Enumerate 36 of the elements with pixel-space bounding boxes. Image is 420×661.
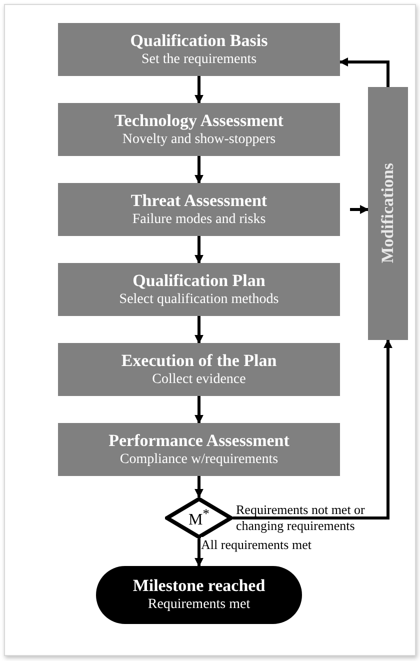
node-subtitle: Select qualification methods	[119, 290, 279, 308]
node-subtitle: Novelty and show-stoppers	[122, 130, 276, 148]
arrow	[233, 339, 392, 520]
node-subtitle: Compliance w/requirements	[120, 450, 278, 468]
process-box	[58, 343, 340, 396]
node-title: Threat Assessment	[130, 190, 268, 210]
node-title: Technology Assessment	[114, 110, 284, 130]
node-title: Qualification Basis	[130, 30, 268, 50]
node-title: Execution of the Plan	[121, 350, 277, 370]
process-box	[58, 23, 340, 76]
node-title: Performance Assessment	[108, 430, 290, 450]
node-subtitle: Collect evidence	[152, 370, 246, 388]
node-subtitle: Set the requirements	[141, 50, 257, 68]
arrow	[194, 539, 204, 567]
node-title: Qualification Plan	[132, 270, 266, 290]
arrow	[194, 316, 204, 344]
edge-label: Requirements not met or changing requirements	[236, 502, 366, 534]
modifications-box	[368, 87, 408, 340]
node-subtitle: Requirements met	[148, 596, 250, 614]
arrow	[350, 205, 369, 214]
node-title: Modifications	[378, 163, 398, 264]
arrow	[194, 156, 204, 184]
decision-label: M$^{*}$	[188, 506, 210, 530]
arrow	[194, 236, 204, 264]
decision-diamond	[165, 497, 233, 539]
arrow	[194, 396, 204, 424]
arrow	[194, 476, 204, 498]
edge-label: All requirements met	[201, 537, 312, 553]
arrow	[194, 76, 204, 104]
process-box	[58, 103, 340, 156]
process-box	[58, 183, 340, 236]
process-box	[58, 263, 340, 316]
node-title: Milestone reached	[132, 576, 266, 596]
arrow	[339, 58, 390, 87]
process-box	[58, 423, 340, 476]
node-subtitle: Failure modes and risks	[132, 210, 266, 228]
